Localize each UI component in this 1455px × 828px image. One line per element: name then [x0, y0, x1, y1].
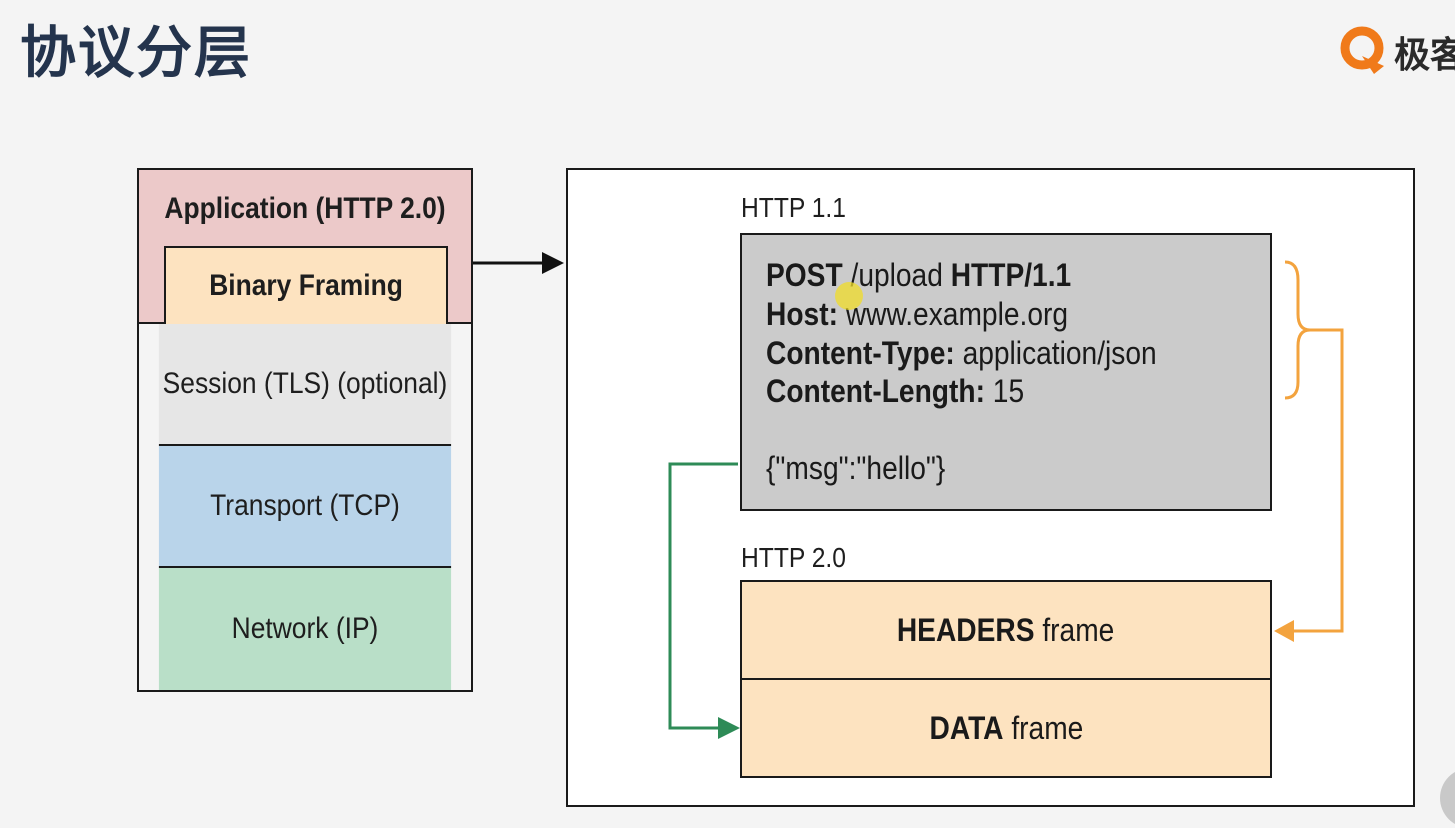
content-length-key: Content-Length:: [766, 373, 985, 409]
headers-frame-bold: HEADERS: [897, 611, 1035, 648]
network-layer-label: Network (IP): [231, 612, 379, 645]
stack-to-panel-arrow: [473, 252, 564, 274]
data-frame-rest: frame: [1003, 709, 1083, 746]
http11-label: HTTP 1.1: [741, 192, 846, 223]
session-layer-label: Session (TLS) (optional): [162, 367, 448, 400]
request-body: {"msg":"hello"}: [766, 450, 946, 486]
host-header-value: www.example.org: [837, 296, 1069, 332]
transport-layer: Transport (TCP): [158, 446, 452, 568]
host-header-key: Host:: [766, 296, 838, 332]
corner-avatar-icon: [1440, 768, 1455, 828]
headers-frame-label: HEADERS frame: [897, 612, 1114, 649]
binary-framing-layer: Binary Framing: [164, 246, 448, 324]
data-frame: DATA frame: [740, 678, 1272, 778]
brand-logo: 极客: [1340, 22, 1455, 82]
request-line: POST /upload HTTP/1.1: [766, 257, 1071, 294]
data-frame-label: DATA frame: [929, 710, 1083, 747]
headers-frame-rest: frame: [1034, 611, 1115, 648]
request-method: POST: [766, 257, 843, 293]
session-layer: Session (TLS) (optional): [158, 324, 452, 446]
http20-label: HTTP 2.0: [741, 542, 846, 573]
content-length-header: Content-Length: 15: [766, 373, 1024, 410]
application-layer: Application (HTTP 2.0) Binary Framing: [139, 170, 471, 324]
content-type-value: application/json: [954, 335, 1157, 371]
transport-layer-label: Transport (TCP): [210, 489, 400, 522]
data-frame-bold: DATA: [929, 709, 1004, 746]
network-layer: Network (IP): [158, 568, 452, 690]
slide-title: 协议分层: [20, 21, 252, 86]
protocol-stack: Application (HTTP 2.0) Binary Framing Se…: [137, 168, 473, 692]
binary-framing-label: Binary Framing: [209, 269, 403, 302]
request-path: /upload: [842, 257, 951, 293]
logo-text: 极客: [1394, 35, 1455, 76]
mouse-cursor-icon: [835, 282, 863, 310]
logo-mark-icon: [1340, 26, 1384, 74]
content-type-header: Content-Type: application/json: [766, 335, 1157, 372]
framing-comparison-panel: HTTP 1.1 POST /upload HTTP/1.1 Host: www…: [566, 168, 1415, 807]
content-length-value: 15: [984, 373, 1025, 409]
headers-frame: HEADERS frame: [740, 580, 1272, 680]
request-version: HTTP/1.1: [950, 257, 1072, 293]
host-header: Host: www.example.org: [766, 296, 1068, 333]
content-type-key: Content-Type:: [766, 335, 955, 371]
application-layer-label: Application (HTTP 2.0): [164, 192, 446, 225]
http11-request-box: POST /upload HTTP/1.1 Host: www.example.…: [740, 233, 1272, 511]
